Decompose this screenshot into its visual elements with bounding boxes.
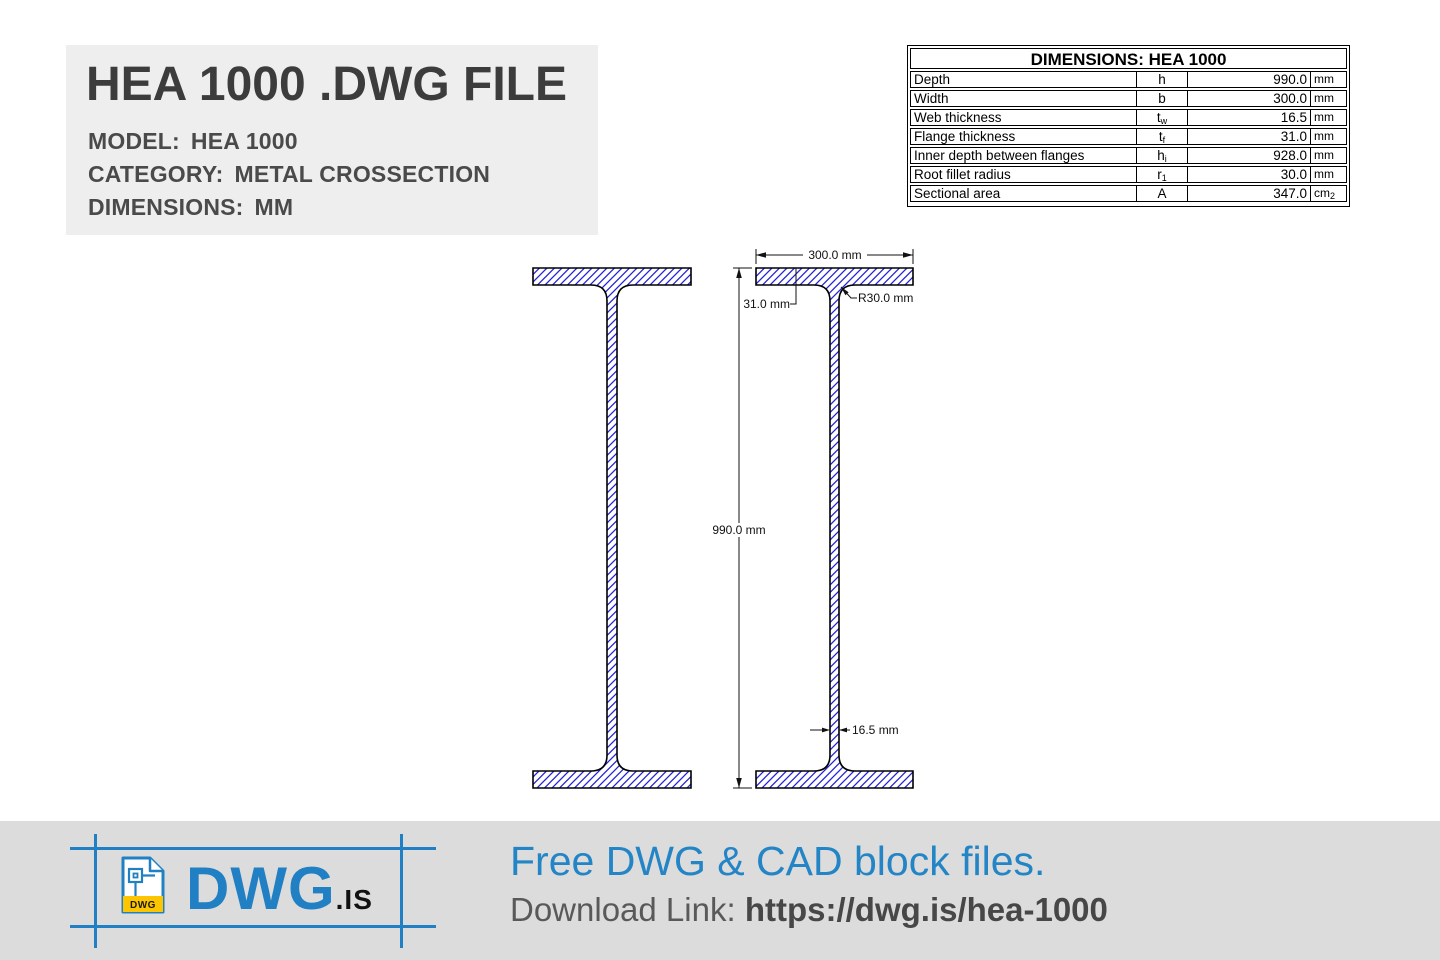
dim-width-label-bg xyxy=(803,248,867,262)
logo-is-text: .IS xyxy=(335,884,373,915)
dim-radius-label: R30.0 mm xyxy=(858,291,913,305)
row-unit: mm xyxy=(1310,148,1346,163)
row-unit: mm xyxy=(1310,110,1346,125)
download-label: Download Link: xyxy=(510,891,736,928)
table-row: Width b 300.0 mm xyxy=(910,90,1347,107)
model-value: HEA 1000 xyxy=(190,128,298,154)
row-value: 30.0 xyxy=(1280,167,1307,182)
dim-width-arrow-left xyxy=(756,252,766,258)
meta-block: MODEL: HEA 1000 CATEGORY: METAL CROSSECTIO… xyxy=(88,125,598,224)
table-row: Flange thickness tf 31.0 mm xyxy=(910,128,1347,145)
dim-web-arrow-left xyxy=(822,727,830,733)
dim-width-label: 300.0 mm xyxy=(808,248,861,262)
dimensions-value: MM xyxy=(254,194,294,220)
row-symbol: r1 xyxy=(1136,167,1188,183)
dim-web-label: 16.5 mm xyxy=(852,723,899,737)
row-unit: mm xyxy=(1310,91,1346,106)
meta-dimensions: DIMENSIONS: MM xyxy=(88,191,598,224)
row-value: 347.0 xyxy=(1273,186,1307,201)
crop-line-horizontal-bottom xyxy=(70,925,436,928)
dim-web-arrow-right xyxy=(839,727,847,733)
footer-download-line: Download Link: https://dwg.is/hea-1000 xyxy=(510,891,1108,929)
crop-line-vertical-left xyxy=(94,834,97,948)
table-row: Inner depth between flanges hi 928.0 mm xyxy=(910,147,1347,164)
row-unit: mm xyxy=(1310,72,1346,87)
dim-depth-label: 990.0 mm xyxy=(712,523,765,537)
row-symbol: tf xyxy=(1136,129,1188,145)
row-name: Flange thickness xyxy=(914,129,1016,144)
table-row: Root fillet radius r1 30.0 mm xyxy=(910,166,1347,183)
beam-drawing: 300.0 mm 990.0 mm 31.0 mm R30.0 mm 16.5 … xyxy=(532,248,914,789)
meta-model: MODEL: HEA 1000 xyxy=(88,125,598,158)
row-symbol: b xyxy=(1136,91,1188,106)
row-name: Sectional area xyxy=(914,186,1001,201)
page-title: HEA 1000 .DWG FILE xyxy=(86,58,567,111)
footer-tagline: Free DWG & CAD block files. xyxy=(510,838,1046,884)
logo-dwg-text: DWG xyxy=(186,855,336,922)
row-name: Root fillet radius xyxy=(914,167,1011,182)
row-name: Depth xyxy=(914,72,951,87)
footer: DWG DWG .IS Free DWG & CAD block files. … xyxy=(0,821,1440,960)
meta-category: CATEGORY: METAL CROSSECTION xyxy=(88,158,598,191)
dim-depth-arrow-bottom xyxy=(736,778,742,788)
row-name: Width xyxy=(914,91,949,106)
row-symbol: tw xyxy=(1136,110,1188,126)
row-symbol: h xyxy=(1136,72,1188,87)
row-value: 990.0 xyxy=(1273,72,1307,87)
logo-wordmark: DWG .IS xyxy=(186,854,373,923)
row-value: 300.0 xyxy=(1273,91,1307,106)
crop-line-vertical-right xyxy=(400,834,403,948)
dwg-icon-label: DWG xyxy=(130,900,156,911)
row-unit: mm xyxy=(1310,129,1346,144)
row-symbol: A xyxy=(1136,186,1188,201)
dwg-file-icon: DWG xyxy=(121,856,165,914)
beam-section-dimensioned xyxy=(755,267,914,789)
row-value: 31.0 xyxy=(1280,129,1307,144)
dim-depth-label-bg xyxy=(711,523,768,537)
dim-width-arrow-right xyxy=(903,252,913,258)
category-label: CATEGORY: xyxy=(88,161,224,187)
category-value: METAL CROSSECTION xyxy=(234,161,491,187)
dim-flange-thickness xyxy=(790,268,797,305)
crop-line-horizontal-top xyxy=(70,847,436,850)
row-unit: mm xyxy=(1310,167,1346,182)
dimensions-label: DIMENSIONS: xyxy=(88,194,244,220)
dimensions-table: DIMENSIONS: HEA 1000 Depth h 990.0 mm Wi… xyxy=(907,45,1350,207)
table-row: Web thickness tw 16.5 mm xyxy=(910,109,1347,126)
dimensions-table-title: DIMENSIONS: HEA 1000 xyxy=(910,48,1347,69)
title-card: HEA 1000 .DWG FILE MODEL: HEA 1000 CATEGO… xyxy=(66,45,598,235)
row-name: Inner depth between flanges xyxy=(914,148,1085,163)
dim-depth-arrow-top xyxy=(736,268,742,278)
beam-section-plain xyxy=(532,267,692,789)
dim-flange-label: 31.0 mm xyxy=(743,297,790,311)
row-name: Web thickness xyxy=(914,110,1002,125)
model-label: MODEL: xyxy=(88,128,180,154)
dim-radius-arrow xyxy=(841,287,849,296)
download-url-link[interactable]: https://dwg.is/hea-1000 xyxy=(744,891,1108,928)
row-symbol: hi xyxy=(1136,148,1188,164)
table-row: Depth h 990.0 mm xyxy=(910,71,1347,88)
row-unit: cm2 xyxy=(1310,186,1346,201)
row-value: 16.5 xyxy=(1280,110,1307,125)
table-row: Sectional area A 347.0 cm2 xyxy=(910,185,1347,202)
row-value: 928.0 xyxy=(1273,148,1307,163)
